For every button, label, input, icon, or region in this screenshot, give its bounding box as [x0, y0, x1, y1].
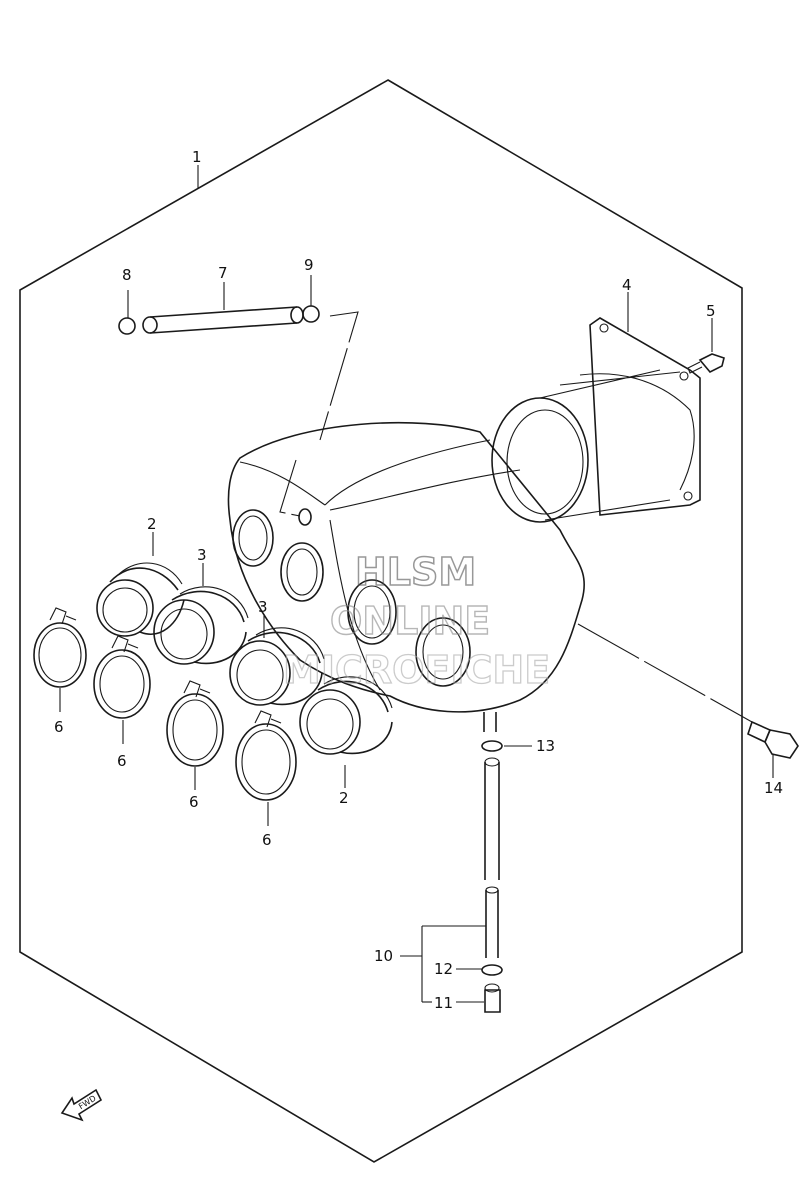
part-6-clamp-d — [235, 710, 297, 801]
part-9-clip — [302, 275, 320, 323]
part-2-boot-lower — [299, 676, 393, 755]
watermark-line-1: HLSM — [355, 550, 476, 594]
part-14-bolt — [747, 720, 799, 759]
callout-6a: 6 — [54, 718, 64, 736]
callout-2a: 2 — [147, 515, 157, 533]
part-3-boot-upper — [153, 586, 249, 665]
callout-6b: 6 — [117, 752, 127, 770]
part-12-clip — [481, 964, 503, 976]
watermark-line-2: ONLINE — [330, 599, 490, 643]
drain-outlet — [483, 712, 497, 732]
part-13-clip — [481, 740, 532, 752]
part-6-clamp-b — [93, 635, 151, 719]
callout-3a: 3 — [197, 546, 207, 564]
callout-13: 13 — [536, 737, 555, 755]
callout-2b: 2 — [339, 789, 349, 807]
callout-14: 14 — [764, 779, 783, 797]
part-6-clamp-a — [33, 607, 87, 688]
assembly-outline — [19, 79, 743, 1163]
callout-11: 11 — [434, 994, 453, 1012]
part-2-boot-upper — [96, 562, 185, 637]
hose-connection-leader — [279, 311, 359, 517]
callout-1: 1 — [192, 148, 202, 166]
drain-hose — [484, 757, 500, 958]
fwd-arrow-icon: FWD — [60, 1088, 103, 1122]
watermark: HLSM ONLINE MICROFICHE — [282, 549, 550, 692]
callout-6c: 6 — [189, 793, 199, 811]
bracket-10 — [400, 925, 486, 1003]
callout-7: 7 — [218, 264, 228, 282]
part-11-plug — [484, 983, 501, 1013]
watermark-line-3: MICROFICHE — [283, 648, 550, 692]
air-cleaner-case — [227, 421, 586, 713]
callout-9: 9 — [304, 256, 314, 274]
callout-10: 10 — [374, 947, 393, 965]
callout-8: 8 — [122, 266, 132, 284]
part-4-filter — [491, 317, 701, 523]
callout-6d: 6 — [262, 831, 272, 849]
part-5-screw — [687, 353, 725, 374]
callout-5: 5 — [706, 302, 716, 320]
callout-12: 12 — [434, 960, 453, 978]
callout-3b: 3 — [258, 598, 268, 616]
part-8-clip — [118, 290, 136, 335]
part-6-clamp-c — [166, 680, 224, 767]
leader-14-dash — [577, 623, 753, 723]
callout-4: 4 — [622, 276, 632, 294]
part-7-hose — [142, 306, 304, 334]
